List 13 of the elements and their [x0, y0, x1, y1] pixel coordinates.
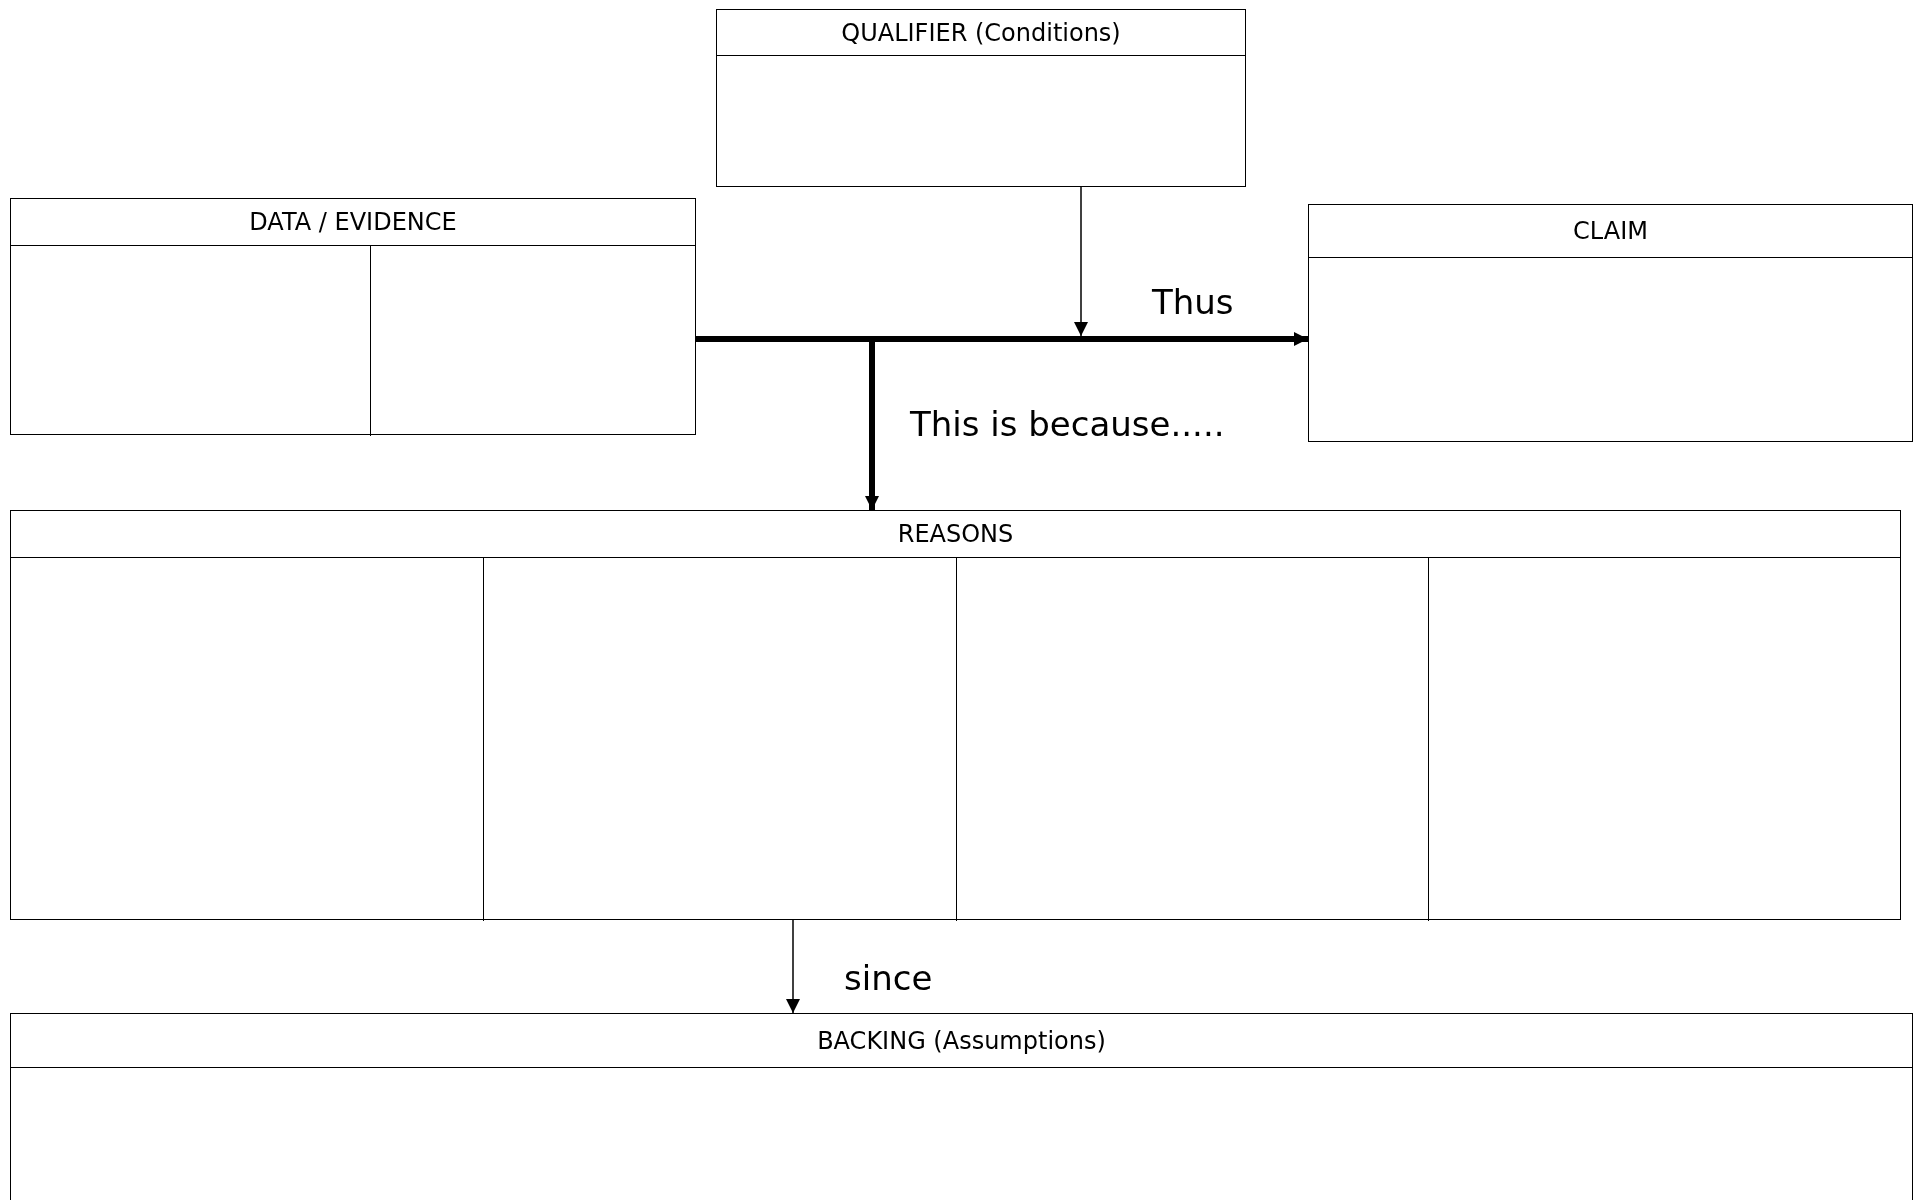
labeled-box	[10, 1013, 1913, 1200]
box-heading: REASONS	[11, 511, 1900, 558]
labeled-box	[10, 510, 1901, 920]
box-heading: BACKING (Assumptions)	[11, 1014, 1912, 1068]
arrow	[696, 336, 879, 510]
box-heading: CLAIM	[1309, 205, 1912, 258]
labeled-box	[1308, 204, 1913, 442]
arrow	[1074, 186, 1088, 337]
labeled-box	[10, 198, 696, 435]
arrow	[786, 919, 800, 1014]
labeled-box	[716, 9, 1246, 187]
box-heading: DATA / EVIDENCE	[11, 199, 695, 246]
box-heading: QUALIFIER (Conditions)	[717, 10, 1245, 56]
